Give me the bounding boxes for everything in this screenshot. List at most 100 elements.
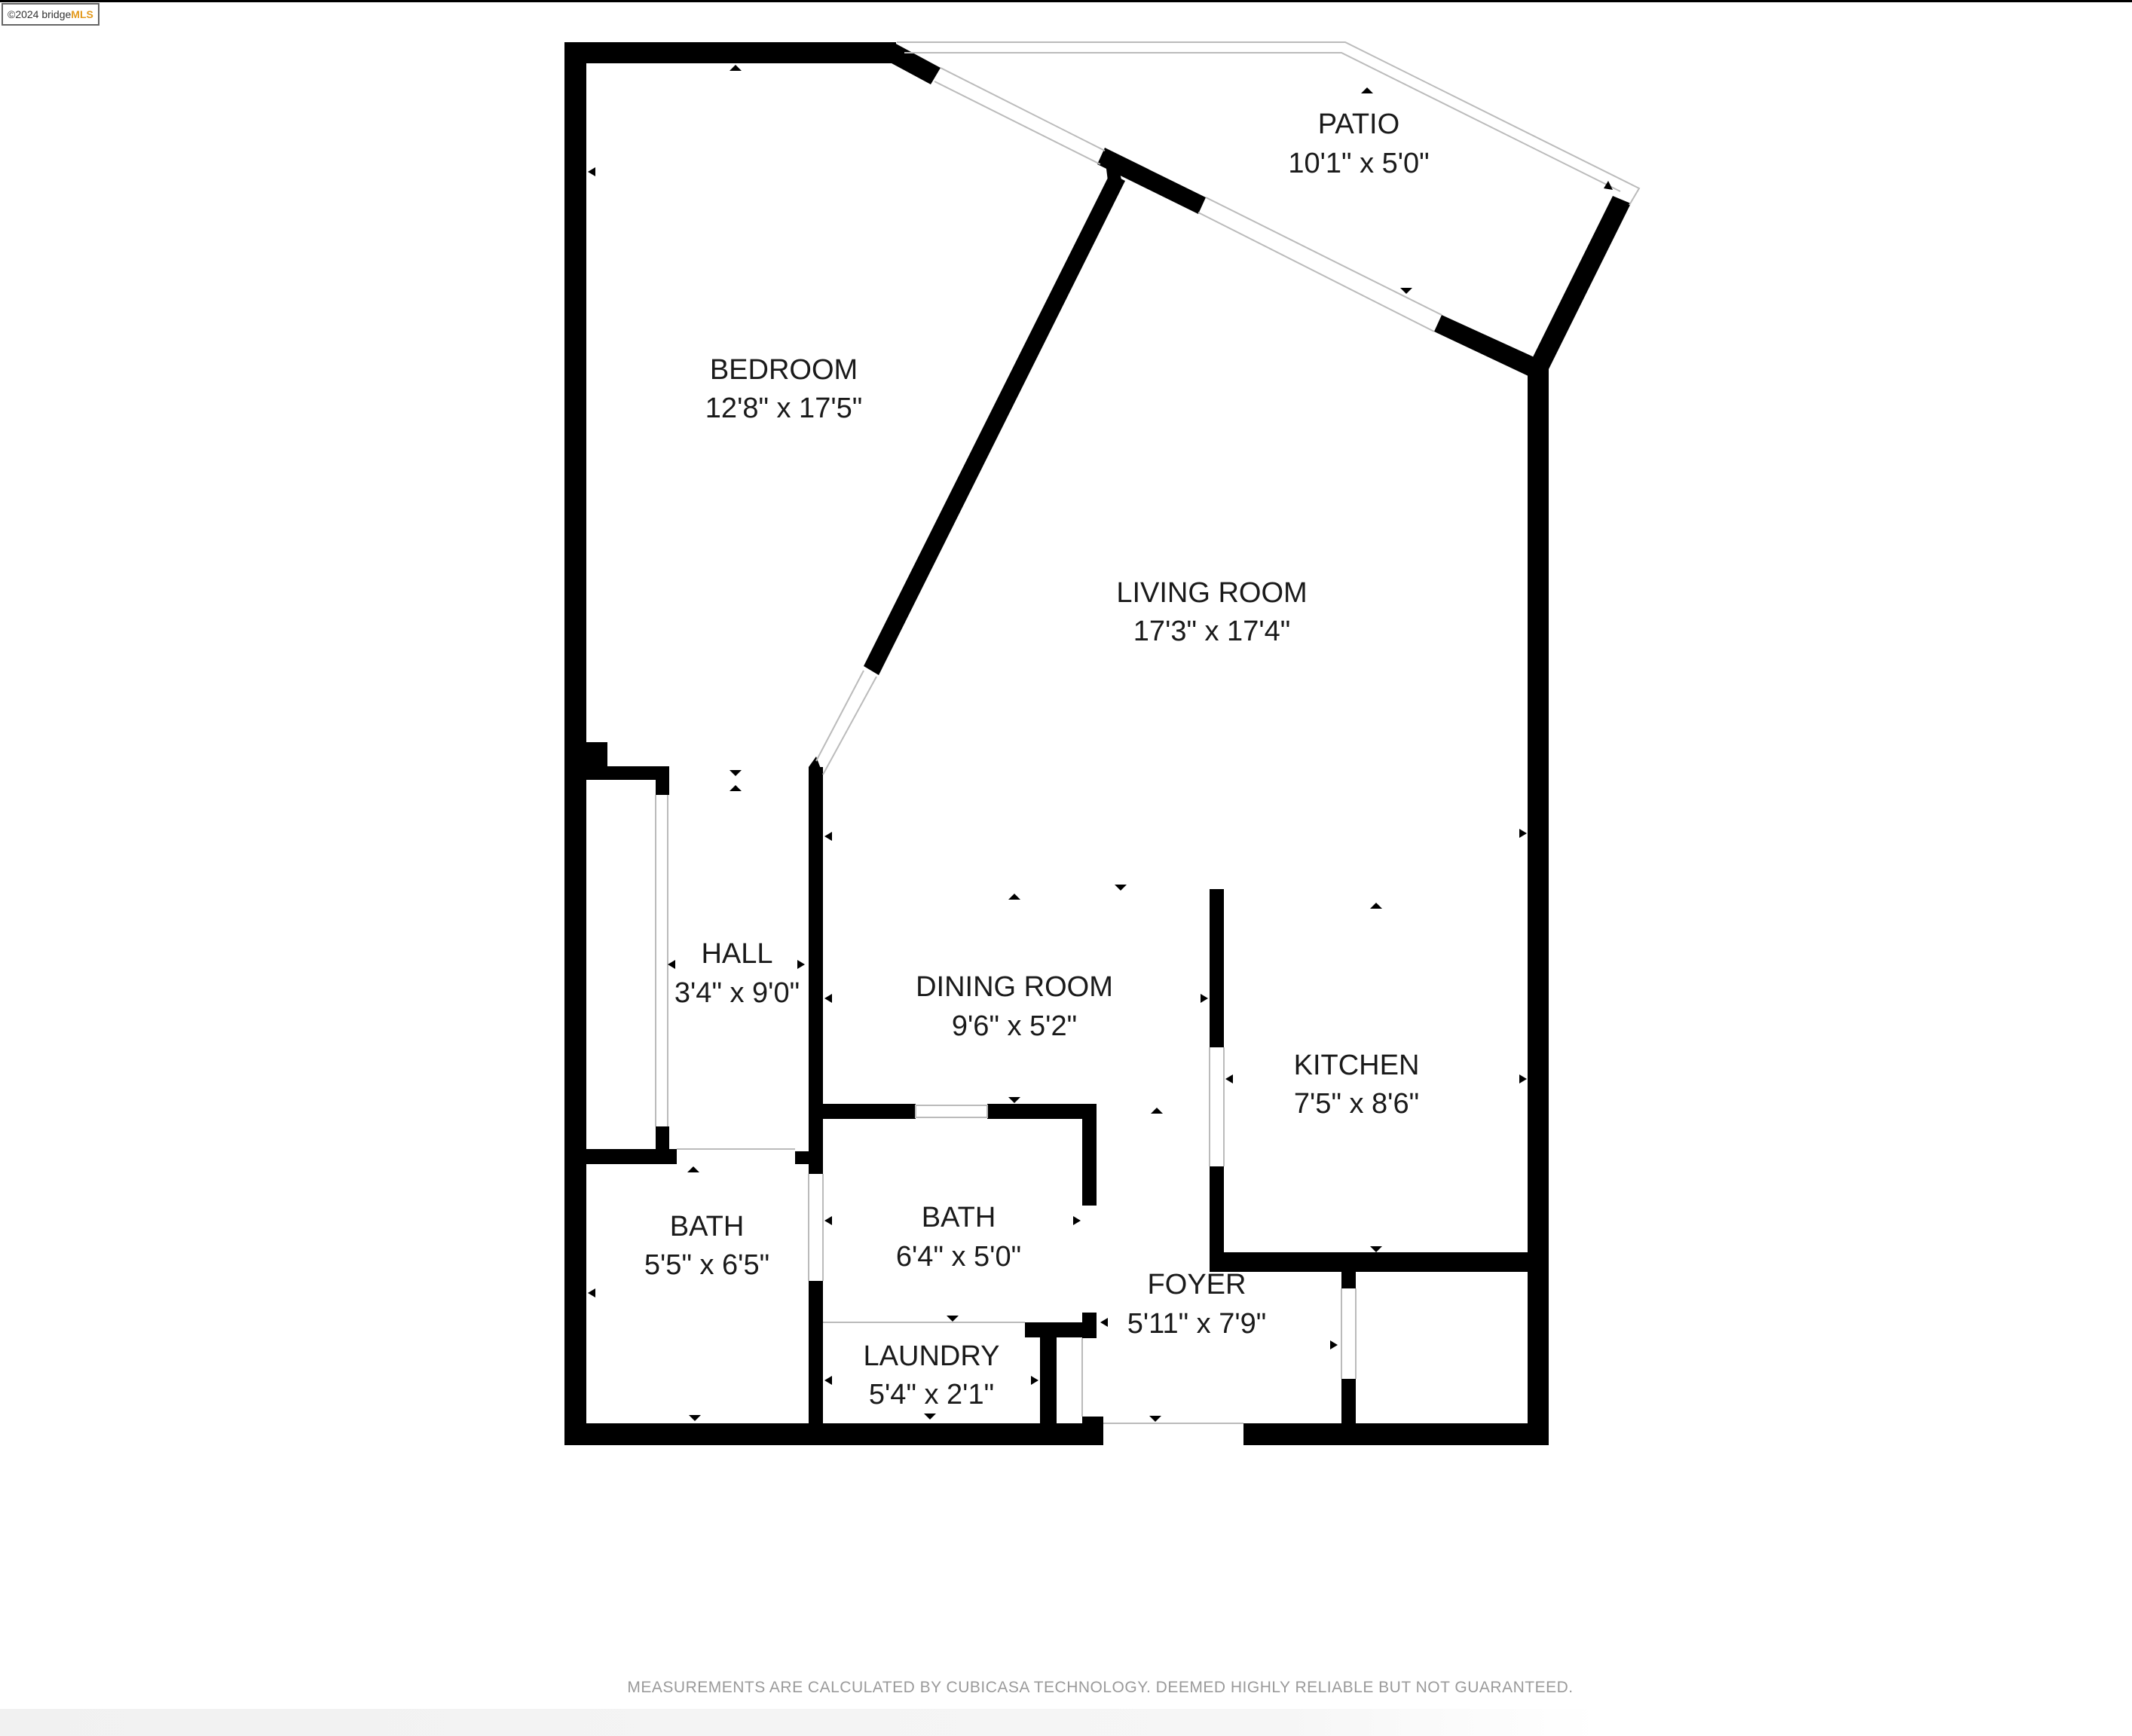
marker-arrow <box>588 167 595 176</box>
window-bedroom-angled-inner <box>934 81 1101 165</box>
marker-arrow <box>1370 903 1382 909</box>
room-name: HALL <box>701 938 772 970</box>
wall-laundry-right <box>1040 1322 1057 1445</box>
room-dimensions: 6'4" x 5'0" <box>896 1241 1021 1273</box>
marker-arrow <box>730 65 742 71</box>
room-dining-room: DINING ROOM 9'6" x 5'2" <box>916 971 1113 1042</box>
wall-bottom-right <box>1243 1423 1549 1445</box>
room-name: KITCHEN <box>1294 1050 1420 1081</box>
room-name: BEDROOM <box>710 354 858 386</box>
watermark-brand: MLS <box>71 8 93 20</box>
marker-arrow <box>924 1414 936 1420</box>
bottom-fade-bar <box>0 1709 2132 1736</box>
wall-right-outer <box>1528 368 1549 1445</box>
measurement-disclaimer: MEASUREMENTS ARE CALCULATED BY CUBICASA … <box>627 1679 1574 1696</box>
marker-arrow <box>797 960 805 969</box>
wall-kitchen-left-lower <box>1210 1166 1224 1272</box>
wall-kitchen-left <box>1210 889 1224 1047</box>
marker-arrow <box>1008 894 1020 900</box>
marker-arrow <box>1400 288 1412 294</box>
room-patio: PATIO 10'1" x 5'0" <box>1288 108 1429 179</box>
room-name: LAUNDRY <box>864 1340 1000 1372</box>
marker-arrow <box>1031 1376 1038 1385</box>
wall-patio-right <box>1528 196 1631 374</box>
wall-living-angled-a <box>1097 148 1206 214</box>
door-bedroom <box>815 670 864 762</box>
wall-hall-top-angle <box>809 756 823 784</box>
marker-arrow <box>1151 1108 1163 1114</box>
room-dimensions: 5'11" x 7'9" <box>1127 1308 1266 1340</box>
door-bedroom-inner <box>822 676 877 775</box>
window-bedroom-angled <box>940 67 1106 151</box>
room-labels: BEDROOM 12'8" x 17'5" PATIO 10'1" x 5'0"… <box>644 108 1430 1410</box>
sliding-door-living <box>1205 197 1442 316</box>
wall-bath2-left-lower <box>809 1281 823 1445</box>
room-name: DINING ROOM <box>916 971 1113 1003</box>
room-dimensions: 5'4" x 2'1" <box>869 1379 994 1410</box>
room-kitchen: KITCHEN 7'5" x 8'6" <box>1294 1050 1420 1120</box>
marker-arrow <box>1073 1216 1081 1225</box>
wall-bedroom-living-diagonal <box>864 173 1125 675</box>
room-name: LIVING ROOM <box>1116 577 1307 609</box>
room-foyer: FOYER 5'11" x 7'9" <box>1127 1269 1266 1340</box>
marker-arrow <box>1519 829 1527 838</box>
mls-watermark-logo: ©2024 bridgeMLS <box>2 3 99 26</box>
dimension-markers <box>588 65 1613 1422</box>
marker-arrow <box>1604 181 1613 190</box>
room-dimensions: 3'4" x 9'0" <box>674 977 800 1009</box>
room-dimensions: 12'8" x 17'5" <box>705 393 862 424</box>
marker-arrow <box>730 770 742 776</box>
wall-hall-right-stub <box>795 1151 823 1164</box>
marker-arrow <box>1225 1074 1233 1083</box>
wall-bath2-right <box>1082 1104 1097 1206</box>
marker-arrow <box>1519 1074 1527 1083</box>
room-dimensions: 10'1" x 5'0" <box>1288 148 1429 179</box>
room-name: BATH <box>670 1211 745 1242</box>
room-dimensions: 9'6" x 5'2" <box>952 1010 1077 1042</box>
room-hall: HALL 3'4" x 9'0" <box>674 938 800 1009</box>
wall-foyer-left-stub <box>1082 1417 1103 1445</box>
room-dimensions: 5'5" x 6'5" <box>644 1249 769 1281</box>
marker-arrow <box>1201 994 1208 1003</box>
wall-hall-bath-divider <box>586 1149 677 1164</box>
marker-arrow <box>824 832 832 841</box>
room-name: FOYER <box>1148 1269 1246 1300</box>
wall-laundry-right-stub <box>1082 1313 1097 1338</box>
sliding-door-living-inner <box>1198 212 1435 332</box>
wall-closet-left <box>1341 1272 1356 1288</box>
marker-arrow <box>1100 1318 1108 1327</box>
wall-bedroom-angled-a <box>892 42 941 84</box>
room-dimensions: 17'3" x 17'4" <box>1133 616 1290 647</box>
marker-arrow <box>730 785 742 791</box>
patio-outline <box>897 41 1641 206</box>
wall-hall-right <box>809 767 823 1174</box>
marker-arrow <box>588 1288 595 1297</box>
top-border-line <box>0 0 2132 2</box>
marker-arrow <box>824 994 832 1003</box>
marker-arrow <box>947 1316 959 1322</box>
marker-arrow <box>1361 87 1373 93</box>
room-laundry: LAUNDRY 5'4" x 2'1" <box>864 1340 1000 1410</box>
marker-arrow <box>1330 1340 1338 1349</box>
room-dimensions: 7'5" x 8'6" <box>1294 1088 1419 1120</box>
room-bath-center: BATH 6'4" x 5'0" <box>896 1202 1021 1273</box>
marker-arrow <box>1370 1246 1382 1252</box>
wall-hall-jamb <box>656 766 669 795</box>
marker-arrow <box>1149 1416 1161 1422</box>
wall-living-angled-b <box>1434 315 1537 377</box>
wall-bottom-left <box>564 1423 1103 1445</box>
wall-bath2-top-right <box>987 1104 1097 1119</box>
marker-arrow <box>668 960 675 969</box>
wall-kitchen-bottom <box>1210 1252 1549 1272</box>
patio-railing <box>904 52 1621 192</box>
marker-arrow <box>824 1376 832 1385</box>
openings-layer <box>655 41 1641 1424</box>
marker-arrow <box>1008 1097 1020 1103</box>
wall-left-outer <box>564 42 586 1445</box>
marker-arrow <box>1115 885 1127 891</box>
room-living-room: LIVING ROOM 17'3" x 17'4" <box>1116 577 1307 647</box>
wall-closet-left-lower <box>1341 1379 1356 1445</box>
wall-bath2-top-left <box>809 1104 916 1119</box>
bath2-window <box>915 1105 988 1118</box>
